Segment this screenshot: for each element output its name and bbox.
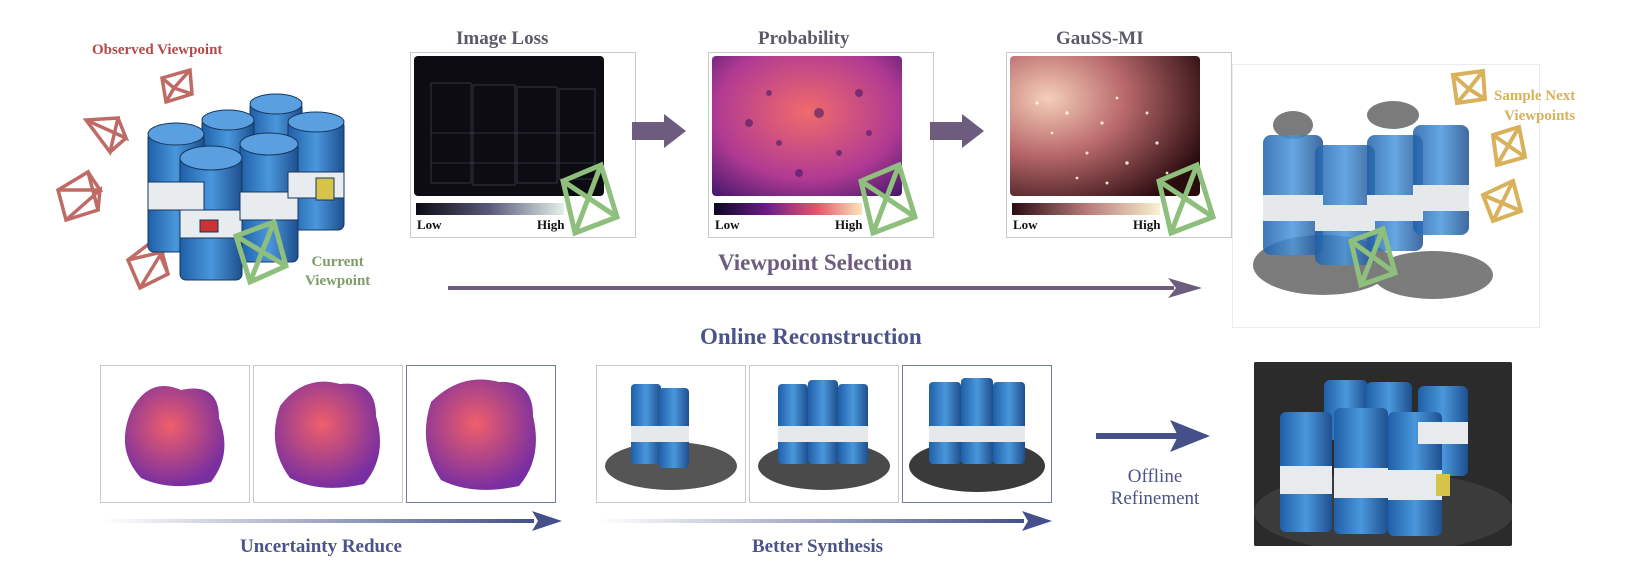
panel-title: Probability xyxy=(758,28,850,49)
offline-line2: Refinement xyxy=(1110,488,1200,509)
flow-arrow xyxy=(632,114,686,148)
uncertainty-panel-2 xyxy=(253,365,403,503)
synthesis-panel-2 xyxy=(749,365,899,503)
viewpoint-selection-arrow xyxy=(448,278,1202,298)
offline-line1: Offline xyxy=(1127,466,1183,487)
observed-camera-icon xyxy=(55,169,104,223)
barrels xyxy=(147,93,345,281)
gaussian-scene-panel xyxy=(1232,64,1540,328)
synthesis-panel-3 xyxy=(902,365,1052,503)
sample-next-viewpoints-label: Sample Next Viewpoints xyxy=(1494,86,1575,126)
synthesis-arrow xyxy=(600,511,1052,531)
legend-high: High xyxy=(537,217,565,232)
current-viewpoint-label: Current Viewpoint xyxy=(305,253,370,291)
image-loss-panel: Low High xyxy=(410,52,636,238)
observed-camera-icon xyxy=(82,116,130,157)
online-reconstruction-label: Online Reconstruction xyxy=(700,324,922,349)
legend-high: High xyxy=(1133,217,1161,232)
synthesis-panel-1 xyxy=(596,365,746,503)
offline-arrow xyxy=(1096,420,1210,452)
uncertainty-reduce-label: Uncertainty Reduce xyxy=(240,536,402,557)
current-camera-icon xyxy=(232,218,289,286)
legend-low: Low xyxy=(417,217,442,232)
observed-viewpoint-label: Observed Viewpoint xyxy=(92,42,223,58)
panel-title: GauSS-MI xyxy=(1056,28,1144,49)
probability-panel: Low High xyxy=(708,52,934,238)
barrel-scene xyxy=(55,67,345,291)
panel-title: Image Loss xyxy=(456,28,549,49)
better-synthesis-label: Better Synthesis xyxy=(752,536,884,557)
refined-result-image xyxy=(1254,362,1512,546)
sample-next-line2: Viewpoints xyxy=(1504,108,1576,124)
offline-refinement-label: Offline Refinement xyxy=(1100,466,1210,510)
uncertainty-panel-1 xyxy=(100,365,250,503)
sample-next-line1: Sample Next xyxy=(1494,88,1576,104)
observed-camera-icon xyxy=(160,67,194,105)
gauss-mi-panel: Low High xyxy=(1006,52,1232,238)
flow-arrow xyxy=(930,114,984,148)
legend-low: Low xyxy=(715,217,740,232)
current-viewpoint-line1: Current xyxy=(311,254,364,270)
uncertainty-panel-3 xyxy=(406,365,556,503)
uncertainty-arrow xyxy=(104,511,562,531)
viewpoint-selection-label: Viewpoint Selection xyxy=(718,250,912,275)
legend-high: High xyxy=(835,217,863,232)
legend-low: Low xyxy=(1013,217,1038,232)
current-viewpoint-line2: Viewpoint xyxy=(305,273,371,289)
